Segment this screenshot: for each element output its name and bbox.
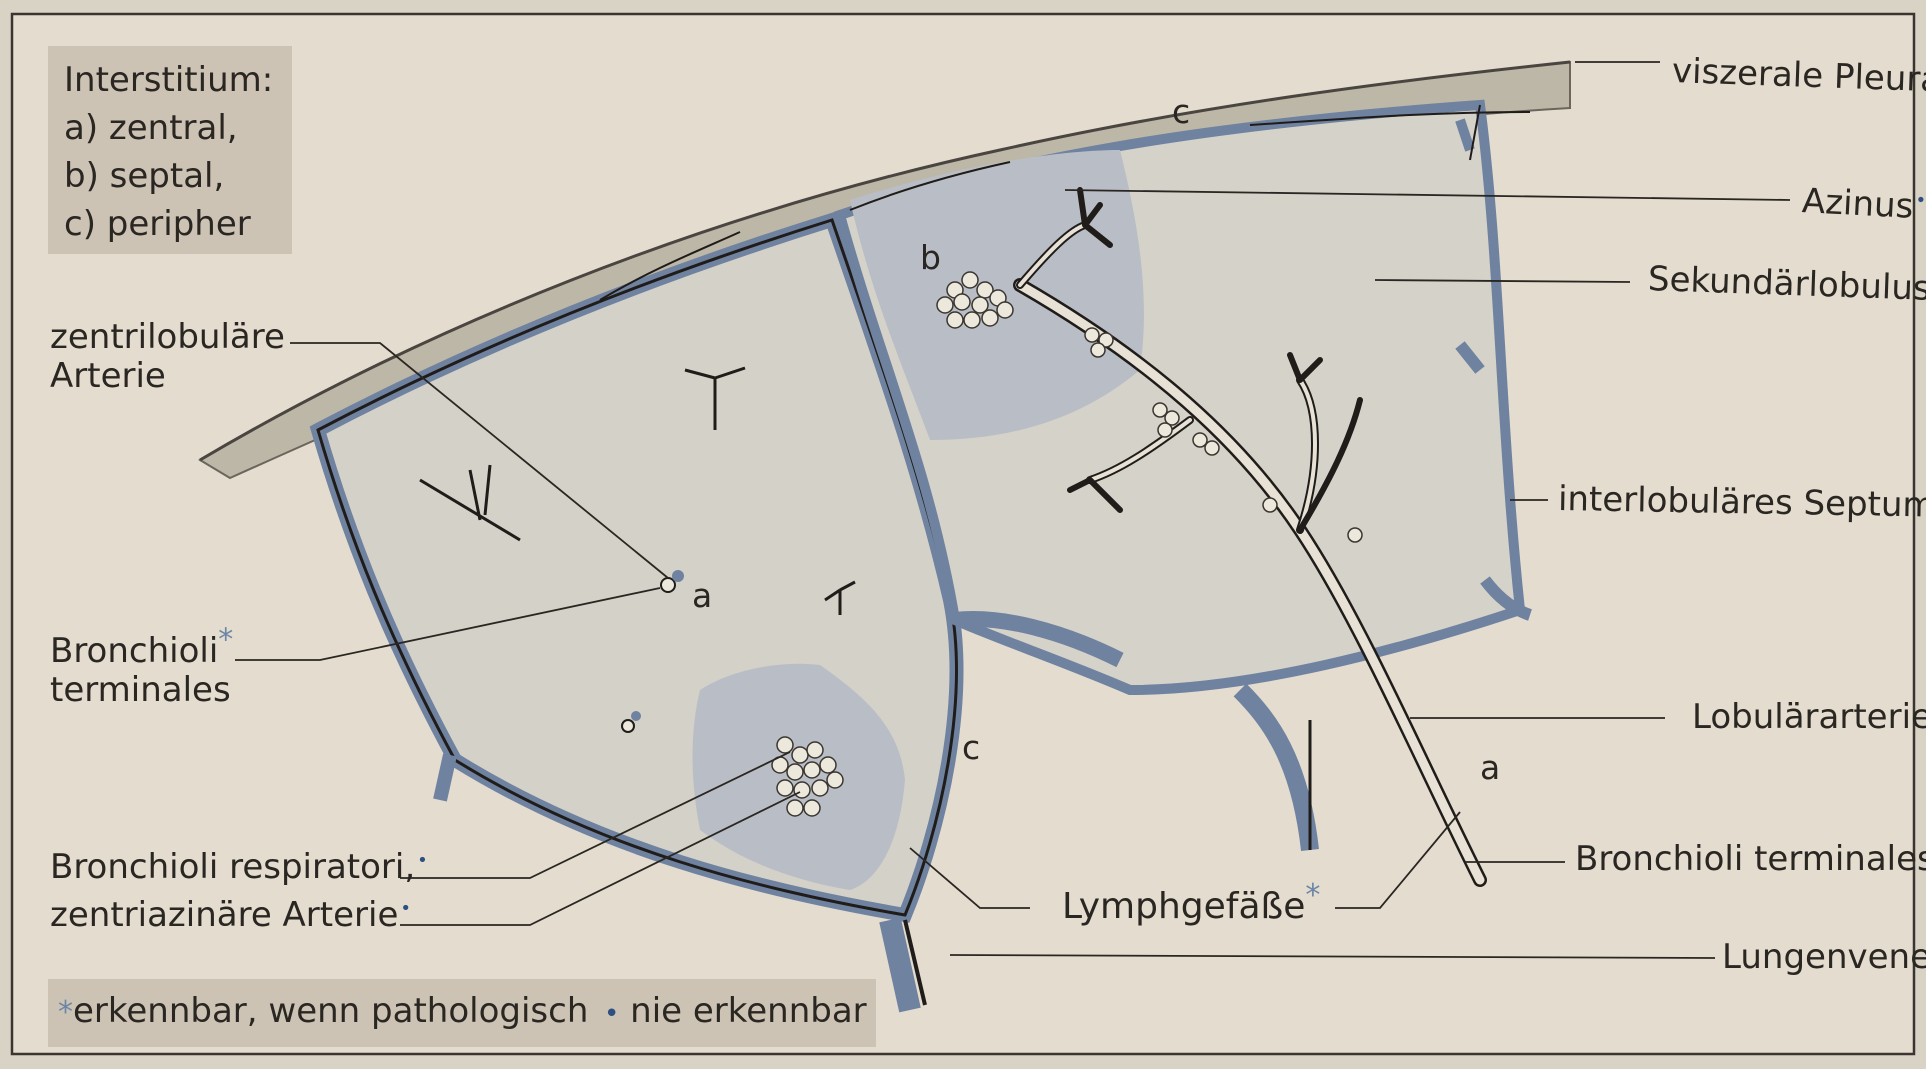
label-zentrilobulaere-arterie: zentrilobuläre Arterie (50, 318, 285, 397)
letter-b: b (920, 238, 941, 277)
label-bronchioli-terminales-left: Bronchioli* terminales (50, 632, 233, 711)
label-lobularterie: Lobulärarterie (1692, 698, 1926, 737)
zentriazinaere-arterie-dot: • (400, 898, 411, 919)
label-bronchioli-respiratori: Bronchioli respiratori,• (50, 848, 428, 887)
label-interlobulaeres-septum-text: interlobuläres Septum (1558, 479, 1926, 526)
small-artery-dot (631, 711, 641, 721)
label-bronchioli-terminales-right: Bronchioli terminales* (1575, 840, 1926, 879)
label-zentrilobulaere-line2: Arterie (50, 357, 285, 396)
small-bronchiole (622, 720, 634, 732)
bronchioli-respiratori-dot: • (417, 850, 428, 871)
marker-legend: *erkennbar, wenn pathologisch • nie erke… (48, 979, 876, 1047)
azinus-dot-marker: • (1915, 190, 1926, 212)
letter-c-mid: c (962, 728, 980, 767)
label-lungenvene: Lungenvene (1722, 938, 1926, 977)
label-bronchioli-respiratori-text: Bronchioli respiratori, (50, 847, 415, 887)
label-zentriazinaere-arterie: zentriazinäre Arterie• (50, 896, 411, 935)
septum-left-stub (440, 755, 450, 800)
label-azinus: Azinus• (1801, 182, 1926, 228)
label-interlobulaeres-septum: interlobuläres Septum* (1558, 480, 1926, 526)
label-lobularterie-text: Lobulärarterie (1692, 697, 1926, 737)
interstitium-legend-text: Interstitium: a) zentral, b) septal, c) … (64, 56, 273, 248)
letter-c-top: c (1172, 92, 1190, 131)
label-zentriazinaere-arterie-text: zentriazinäre Arterie (50, 895, 398, 935)
lymphgefaesse-star: * (1305, 878, 1320, 913)
interstitium-title: Interstitium: (64, 56, 273, 104)
legend-star-symbol: * (58, 995, 73, 1030)
interstitium-item-c: c) peripher (64, 200, 273, 248)
label-lungenvene-text: Lungenvene (1722, 937, 1926, 977)
label-bronchioli-line2: terminales (50, 671, 233, 710)
letter-a-right: a (1480, 748, 1500, 787)
legend-star-item: *erkennbar, wenn pathologisch (58, 991, 588, 1031)
label-bronchioli-line1: Bronchioli (50, 631, 218, 671)
interstitium-item-b: b) septal, (64, 152, 273, 200)
label-lymphgefaesse: Lymphgefäße* (1062, 886, 1320, 928)
legend-star-text: erkennbar, wenn pathologisch (73, 991, 588, 1031)
central-artery-dot (672, 570, 684, 582)
central-a-marker (661, 578, 675, 592)
label-zentrilobulaere-line1: zentrilobuläre (50, 318, 285, 357)
label-lymphgefaesse-text: Lymphgefäße (1062, 886, 1305, 927)
legend-dot-item: • nie erkennbar (602, 991, 867, 1031)
interstitium-item-a: a) zentral, (64, 104, 273, 152)
legend-dot-text: nie erkennbar (630, 991, 867, 1031)
bronchioli-terminales-left-star: * (218, 623, 233, 658)
legend-dot-symbol: • (604, 999, 619, 1029)
letter-a-left: a (692, 576, 712, 615)
interstitium-legend: Interstitium: a) zentral, b) septal, c) … (48, 46, 292, 254)
label-azinus-text: Azinus (1801, 181, 1914, 227)
label-bronchioli-terminales-right-text: Bronchioli terminales (1575, 839, 1926, 879)
